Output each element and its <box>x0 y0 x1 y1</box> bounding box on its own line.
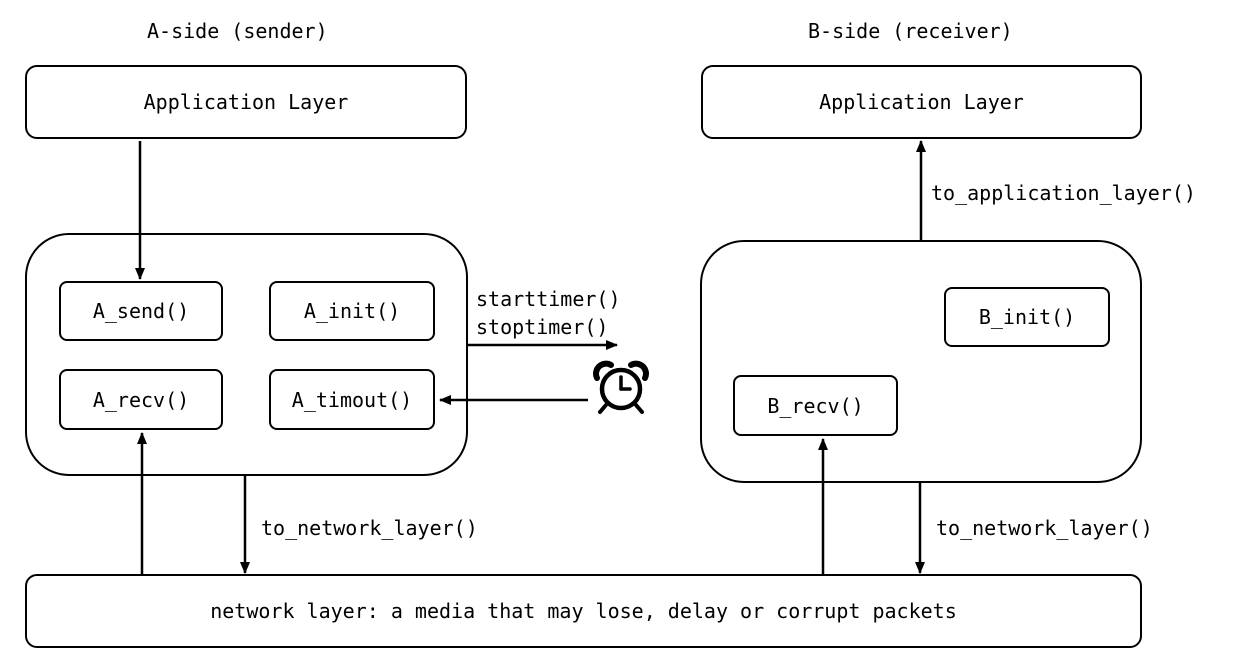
b-to-network-label: to_network_layer() <box>936 516 1153 540</box>
a-init-function: A_init() <box>269 281 435 341</box>
a-application-layer: Application Layer <box>25 65 467 139</box>
stoptimer-label: stoptimer() <box>476 315 609 339</box>
to-application-label: to_application_layer() <box>931 181 1196 205</box>
b-side-container <box>700 240 1142 483</box>
a-side-title: A-side (sender) <box>147 19 328 43</box>
network-layer: network layer: a media that may lose, de… <box>25 574 1142 648</box>
starttimer-label: starttimer() <box>476 287 621 311</box>
b-init-function: B_init() <box>944 287 1110 347</box>
a-side-container <box>25 233 468 476</box>
a-send-function: A_send() <box>59 281 223 341</box>
alarm-clock-icon <box>593 360 649 414</box>
a-timeout-function: A_timout() <box>269 369 435 430</box>
a-recv-function: A_recv() <box>59 369 223 430</box>
b-recv-function: B_recv() <box>733 375 898 436</box>
a-to-network-label: to_network_layer() <box>261 516 478 540</box>
b-application-layer: Application Layer <box>701 65 1142 139</box>
b-side-title: B-side (receiver) <box>808 19 1013 43</box>
